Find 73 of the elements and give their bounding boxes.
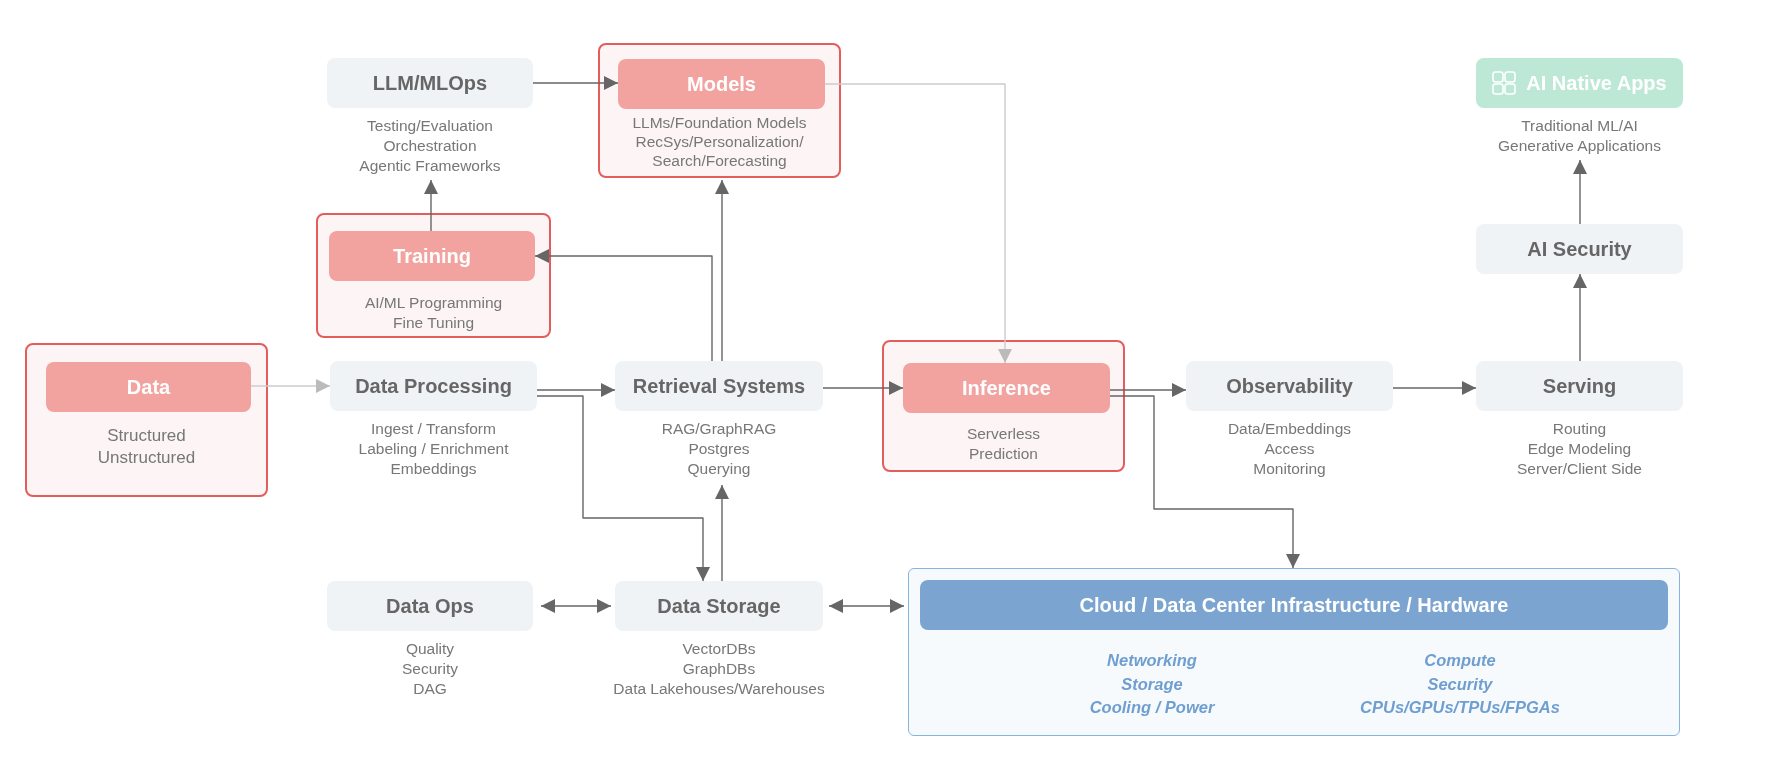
arrow [536, 383, 616, 397]
description-line: VectorDBs [682, 639, 756, 659]
arrow [1573, 273, 1587, 362]
stage-header: Inference [903, 363, 1110, 413]
stage-title: AI Native Apps [1526, 71, 1667, 95]
group-panel [316, 213, 551, 338]
stage-header: Models [618, 59, 825, 109]
description-line: Embeddings [390, 459, 477, 479]
description-line: Traditional ML/AI [1521, 116, 1638, 136]
stage-header: LLM/MLOps [327, 58, 533, 108]
feature-label: Security [1427, 673, 1493, 695]
description-line: DAG [413, 679, 447, 699]
description-line: Quality [405, 639, 455, 659]
feature-label: CPUs/GPUs/TPUs/FPGAs [1360, 697, 1560, 718]
arrow [1392, 381, 1477, 395]
arrow [532, 76, 619, 90]
description-line: Testing/Evaluation [367, 116, 493, 136]
arrow [822, 381, 904, 395]
arrow [1109, 383, 1187, 397]
stage-header: Serving [1476, 361, 1683, 411]
description-line: Postgres [688, 439, 750, 459]
arrow [540, 599, 612, 613]
stage-header: Retrieval Systems [615, 361, 823, 411]
stage-header: Data [46, 362, 251, 412]
description-line: Serverless [966, 424, 1041, 444]
description-line: Agentic Frameworks [359, 156, 501, 176]
arrow [534, 249, 713, 362]
description-line: Fine Tuning [393, 313, 474, 333]
description-line: AI/ML Programming [364, 293, 503, 313]
description-line: Data/Embeddings [1227, 419, 1352, 439]
group-panel [25, 343, 268, 497]
stage-header: Data Processing [330, 361, 537, 411]
description-line: GraphDBs [682, 659, 756, 679]
stage-header: Data Ops [327, 581, 533, 631]
arrow [828, 599, 905, 613]
description-line: Generative Applications [1498, 136, 1661, 156]
description-line: Querying [687, 459, 751, 479]
description-line: Access [1264, 439, 1315, 459]
stage-header: Data Storage [615, 581, 823, 631]
arrow [250, 379, 331, 393]
feature-label: Networking [1107, 650, 1197, 671]
description-line: Orchestration [383, 136, 477, 156]
description-line: Monitoring [1253, 459, 1326, 479]
description-line: Prediction [969, 444, 1038, 464]
arrow [536, 395, 710, 582]
description-line: RAG/GraphRAG [661, 419, 777, 439]
feature-label: Compute [1424, 650, 1496, 671]
infrastructure-panel [908, 568, 1680, 736]
description-line: Server/Client Side [1517, 459, 1642, 479]
description-line: Data Lakehouses/Warehouses [613, 679, 825, 699]
description-line: RecSys/Personalization/ Search/Forecasting [634, 132, 805, 170]
description-line: LLMs/Foundation Models [632, 113, 807, 132]
description-line: Unstructured [97, 447, 196, 469]
feature-label: Storage [1121, 673, 1183, 695]
description-line: Routing [1552, 419, 1607, 439]
group-panel [882, 340, 1125, 472]
arrow [715, 179, 729, 362]
arrow [1109, 395, 1300, 569]
stage-header: Training [329, 231, 535, 281]
description-line: Ingest / Transform [371, 419, 496, 439]
arrow [424, 179, 438, 232]
feature-label: Cooling / Power [1089, 697, 1215, 718]
arrow [1573, 159, 1587, 225]
stage-header: Observability [1186, 361, 1393, 411]
group-panel [598, 43, 841, 178]
description-line: Edge Modeling [1527, 439, 1632, 459]
arrow [715, 484, 729, 582]
arrow [824, 83, 1012, 364]
stage-header: Cloud / Data Center Infrastructure / Hardware [920, 580, 1668, 630]
description-line: Structured [107, 425, 186, 447]
description-line: Security [402, 659, 458, 679]
description-line: Labeling / Enrichment [358, 439, 509, 459]
stage-header: AI Security [1476, 224, 1683, 274]
